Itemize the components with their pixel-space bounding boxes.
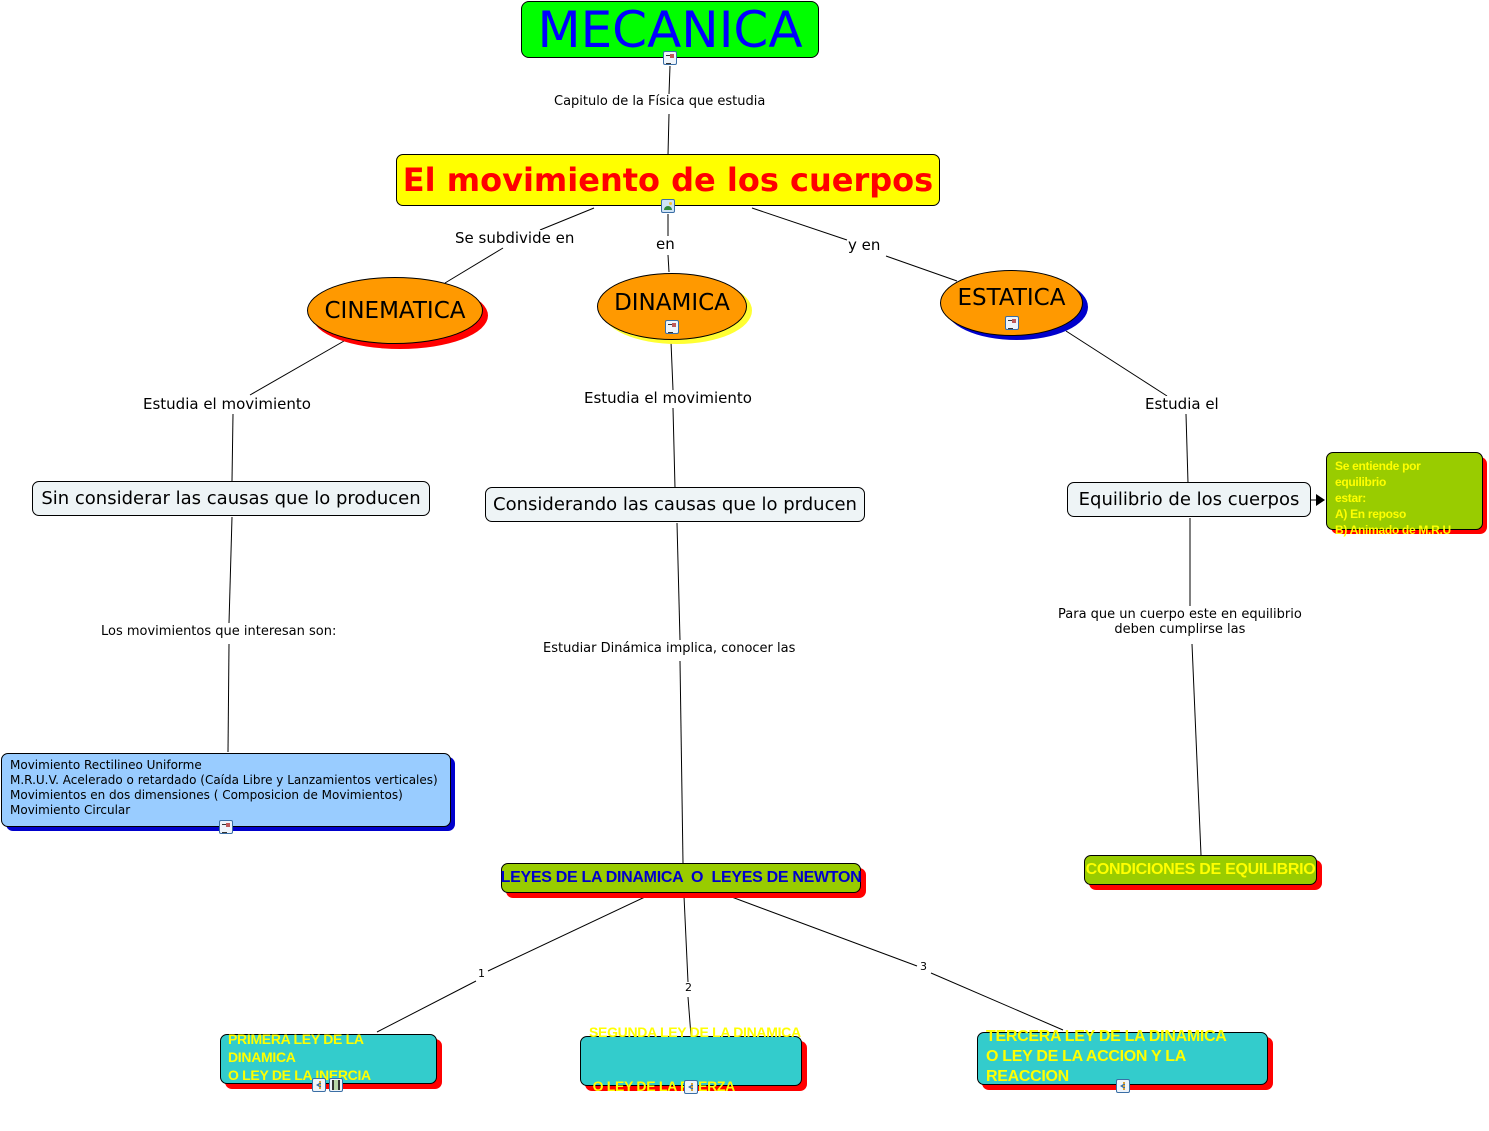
ley-line: PRIMERA LEY DE LA DINAMICA [228, 1031, 364, 1065]
link-label-para-que: Para que un cuerpo este en equilibrio de… [1058, 607, 1302, 638]
link-line [668, 65, 671, 95]
link-line [885, 255, 958, 282]
link-label-implica: Estudiar Dinámica implica, conocer las [543, 641, 796, 657]
movimientos-lista-text: Movimiento Rectilineo Uniforme M.R.U.V. … [10, 758, 438, 818]
node-equilibrio-label: Equilibrio de los cuerpos [1078, 489, 1300, 510]
node-sin-considerar-causas[interactable]: Sin considerar las causas que lo produce… [32, 481, 430, 516]
node-cinematica-label: CINEMATICA [324, 297, 466, 324]
ley-line: TERCERA LEY DE LA DINAMICA [986, 1027, 1227, 1045]
node-leyes-label: LEYES DE LA DINAMICA O LEYES DE NEWTON [500, 869, 862, 886]
link-label-2: 2 [683, 981, 694, 995]
ley-line: O LEY DE LA ACCION Y LA REACCION [986, 1047, 1186, 1085]
node-equilibrio-definicion[interactable]: Se entiende por equilibrio estar: A) En … [1326, 452, 1483, 537]
link-line [1191, 643, 1202, 856]
link-label-capitulo: Capitulo de la Física que estudia [554, 94, 766, 110]
node-movimiento-label: El movimiento de los cuerpos [402, 161, 934, 199]
node-movimiento-cuerpos[interactable]: El movimiento de los cuerpos [396, 154, 940, 206]
link-line [930, 972, 1064, 1031]
link-line [683, 895, 689, 983]
link-line [227, 643, 230, 753]
node-movimientos-lista[interactable]: Movimiento Rectilineo Uniforme M.R.U.V. … [1, 753, 451, 827]
document-image-icon[interactable] [663, 51, 677, 65]
concept-map-links [227, 65, 1325, 1037]
link-line [231, 413, 234, 482]
link-line [679, 660, 684, 864]
link-label-interesan: Los movimientos que interesan son: [101, 624, 337, 640]
movimiento-item: Movimiento Rectilineo Uniforme [10, 758, 202, 772]
link-line [667, 113, 670, 156]
sound-icon[interactable] [684, 1080, 698, 1094]
link-line [444, 247, 504, 284]
document-image-icon[interactable] [219, 820, 233, 834]
movimiento-item: M.R.U.V. Acelerado o retardado (Caída Li… [10, 773, 438, 787]
link-line [667, 254, 670, 273]
node-equilibrio-cuerpos[interactable]: Equilibrio de los cuerpos [1067, 482, 1311, 517]
node-tercera-ley[interactable]: TERCERA LEY DE LA DINAMICA O LEY DE LA A… [977, 1028, 1268, 1085]
link-label-y-en: y en [848, 236, 881, 255]
primera-ley-text: PRIMERA LEY DE LA DINAMICA O LEY DE LA I… [228, 1030, 429, 1084]
node-mecanica-label: MECANICA [537, 0, 803, 59]
link-label-subdivide: Se subdivide en [455, 229, 575, 248]
node-condiciones-label: CONDICIONES DE EQUILIBRIO [1085, 861, 1316, 878]
node-considerando-causas[interactable]: Considerando las causas que lo prducen [485, 487, 865, 522]
link-line [751, 207, 848, 241]
document-image-icon[interactable] [665, 320, 679, 334]
node-primera-ley[interactable]: PRIMERA LEY DE LA DINAMICA O LEY DE LA I… [220, 1031, 437, 1084]
node-estatica-label: ESTATICA [957, 285, 1066, 311]
link-line [487, 895, 648, 972]
image-icon[interactable] [661, 199, 675, 213]
node-leyes-dinamica[interactable]: LEYES DE LA DINAMICA O LEYES DE NEWTON [500, 863, 862, 893]
link-label-3: 3 [918, 960, 929, 974]
segunda-ley-text: SEGUNDA LEY DE LA DINAMICA O LEY DE LA F… [589, 987, 801, 1131]
arrow-head [1316, 494, 1325, 506]
document-image-icon[interactable] [1005, 316, 1019, 330]
link-line [539, 207, 595, 231]
movimiento-item: Movimientos en dos dimensiones ( Composi… [10, 788, 403, 802]
ley-line: SEGUNDA LEY DE LA DINAMICA [589, 1024, 801, 1040]
link-line [1065, 330, 1168, 397]
link-label-1: 1 [476, 967, 487, 981]
movimiento-item: Movimiento Circular [10, 803, 131, 817]
link-line [670, 341, 674, 391]
link-line [687, 996, 692, 1037]
link-line [376, 980, 477, 1033]
link-line [1185, 413, 1189, 484]
equilibrio-definicion-text: Se entiende por equilibrio estar: A) En … [1335, 458, 1474, 538]
link-line [676, 522, 681, 641]
sound-icon[interactable] [312, 1078, 326, 1092]
video-icon[interactable] [329, 1078, 343, 1092]
sound-icon[interactable] [1116, 1079, 1130, 1093]
link-label-en: en [656, 235, 675, 254]
link-label-estudia-mov-2: Estudia el movimiento [584, 389, 752, 408]
link-label-estudia-el: Estudia el [1145, 395, 1219, 414]
node-cinematica[interactable]: CINEMATICA [307, 277, 483, 344]
node-segunda-ley[interactable]: SEGUNDA LEY DE LA DINAMICA O LEY DE LA F… [580, 1024, 802, 1094]
link-label-estudia-mov-1: Estudia el movimiento [143, 395, 311, 414]
node-sin-causas-label: Sin considerar las causas que lo produce… [41, 488, 421, 509]
definicion-line: Se entiende por equilibrio [1335, 459, 1421, 489]
definicion-line: A) En reposo [1335, 507, 1407, 521]
tercera-ley-text: TERCERA LEY DE LA DINAMICA O LEY DE LA A… [986, 1027, 1259, 1087]
link-line [249, 340, 345, 396]
node-dinamica-label: DINAMICA [614, 289, 730, 316]
link-label-line: deben cumplirse las [1114, 621, 1246, 637]
definicion-line: estar: [1335, 491, 1366, 505]
link-line [228, 516, 233, 624]
node-condiciones-equilibrio[interactable]: CONDICIONES DE EQUILIBRIO [1084, 855, 1317, 885]
node-mecanica[interactable]: MECANICA [521, 1, 819, 58]
link-line [728, 895, 918, 967]
node-con-causas-label: Considerando las causas que lo prducen [493, 494, 857, 515]
definicion-line: B) Animado de M.R.U [1335, 523, 1451, 537]
link-line [672, 407, 676, 489]
link-label-line: Para que un cuerpo este en equilibrio [1058, 607, 1302, 622]
